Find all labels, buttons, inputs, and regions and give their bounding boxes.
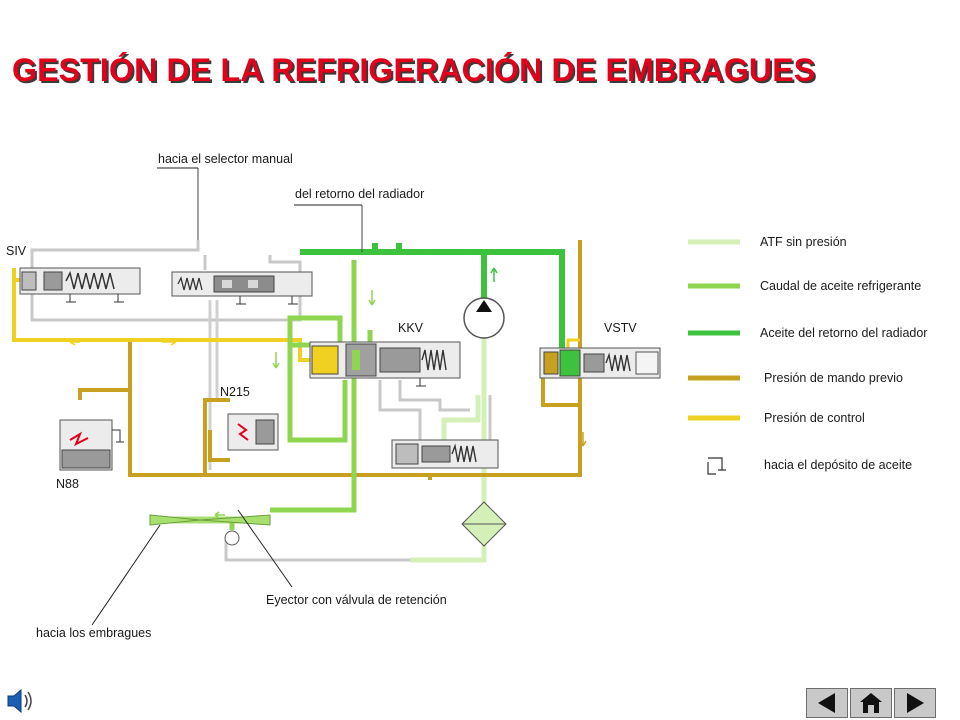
vstv-valve [539,347,661,379]
page-title: GESTIÓN DE LA REFRIGERACIÓN DE EMBRAGUES [12,52,816,88]
home-icon [860,693,882,713]
gray-lines [30,168,492,562]
leader-lines [91,167,362,626]
legend-label-drain: hacia el depósito de aceite [764,458,912,472]
flow-arrows [69,267,587,519]
legend-label-coolant: Caudal de aceite refrigerante [760,279,921,293]
label-eyector: Eyector con válvula de retención [266,593,447,607]
legend-label-pilot: Presión de mando previo [764,371,903,385]
radiator-return-lines [300,205,565,350]
kkv-valve [309,341,461,387]
legend-label-radiator: Aceite del retorno del radiador [760,326,927,340]
label-siv: SIV [6,244,27,258]
gray-line-lower [30,285,302,322]
n88-solenoid [59,419,124,471]
siv-valve [19,267,141,303]
arrow-left-icon [818,693,835,713]
label-selector: hacia el selector manual [158,152,293,166]
gray-line-selector [30,240,200,268]
next-button[interactable] [894,688,936,718]
legend-label-control: Presión de control [764,411,865,425]
label-n88: N88 [56,477,79,491]
label-vstv: VSTV [604,321,637,335]
legend-label-atf: ATF sin presión [760,235,847,249]
drain-icon [707,457,726,475]
radiator-taps [372,243,402,251]
pump [463,297,505,339]
label-n215: N215 [220,385,250,399]
coolant-lines [150,260,373,530]
pressure-valve [391,439,499,469]
arrow-right-icon [907,693,924,713]
ejector [149,514,271,546]
radiator-line-top [300,249,565,350]
control-line-main [12,268,316,362]
home-button[interactable] [850,688,892,718]
n215-solenoid [227,413,279,451]
label-embragues: hacia los embragues [36,626,151,640]
prev-button[interactable] [806,688,848,718]
label-retorno: del retorno del radiador [295,187,424,201]
label-kkv: KKV [398,321,424,335]
coolant-line-kkv [270,260,357,513]
filter [461,501,507,547]
legend: ATF sin presión Caudal de aceite refrige… [688,235,927,475]
selector-valve [171,271,313,305]
speaker-icon[interactable] [4,684,38,718]
